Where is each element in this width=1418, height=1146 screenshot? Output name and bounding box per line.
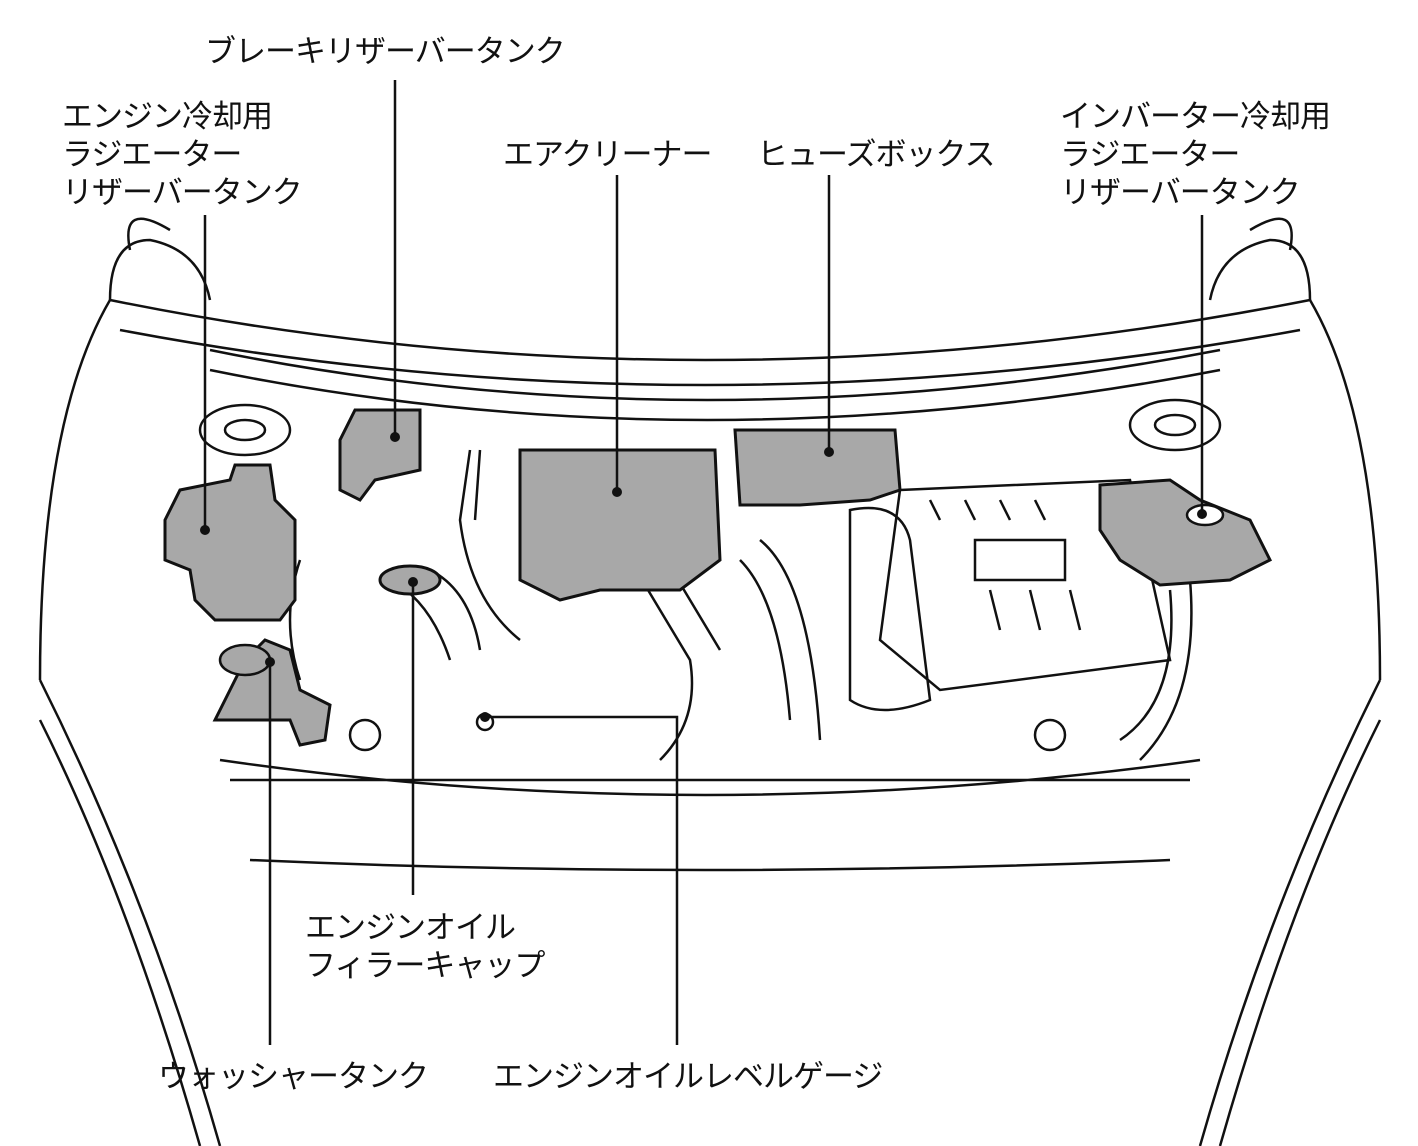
label-air-cleaner: エアクリーナー (503, 137, 712, 173)
label-fuse-box: ヒューズボックス (757, 137, 996, 173)
inverter-coolant-reservoir-shape (1098, 478, 1273, 587)
hood-outline (109, 298, 1311, 362)
air-cleaner-shape (518, 448, 722, 602)
fuse-box-shape (733, 428, 902, 507)
leader-lines (203, 80, 1204, 1045)
label-line: リザーバータンク (62, 175, 303, 211)
label-line: エンジンオイル (305, 910, 516, 946)
label-washer-tank: ウォッシャータンク (158, 1059, 429, 1095)
label-line: リザーバータンク (1060, 175, 1301, 211)
label-oil-dipstick: エンジンオイルレベルゲージ (493, 1059, 883, 1095)
front-bumper (219, 758, 1201, 872)
right-hinge (1208, 217, 1312, 301)
label-brake-reservoir: ブレーキリザーバータンク (205, 34, 566, 70)
label-line: エンジン冷却用 (62, 99, 273, 135)
label-line: インバーター冷却用 (1060, 99, 1331, 135)
right-strut-tower (1128, 398, 1222, 452)
label-line: ラジエーター (1060, 137, 1240, 173)
right-fender (1198, 299, 1382, 1146)
left-hinge (108, 217, 212, 301)
intake-manifold (848, 506, 932, 712)
label-line: ラジエーター (62, 137, 242, 173)
left-fender (38, 299, 222, 1146)
brake-reservoir-shape (338, 408, 422, 502)
label-line: フィラーキャップ (305, 948, 545, 984)
label-engine-coolant-reservoir: エンジン冷却用 ラジエーター リザーバータンク (62, 98, 303, 212)
engine-coolant-reservoir-shape (163, 463, 297, 622)
label-inverter-coolant-reservoir: インバーター冷却用 ラジエーター リザーバータンク (1060, 98, 1331, 212)
label-oil-filler-cap: エンジンオイル フィラーキャップ (305, 909, 545, 985)
leader-dots (200, 432, 1207, 722)
left-strut-tower (198, 403, 292, 457)
engine-cover (878, 478, 1172, 692)
